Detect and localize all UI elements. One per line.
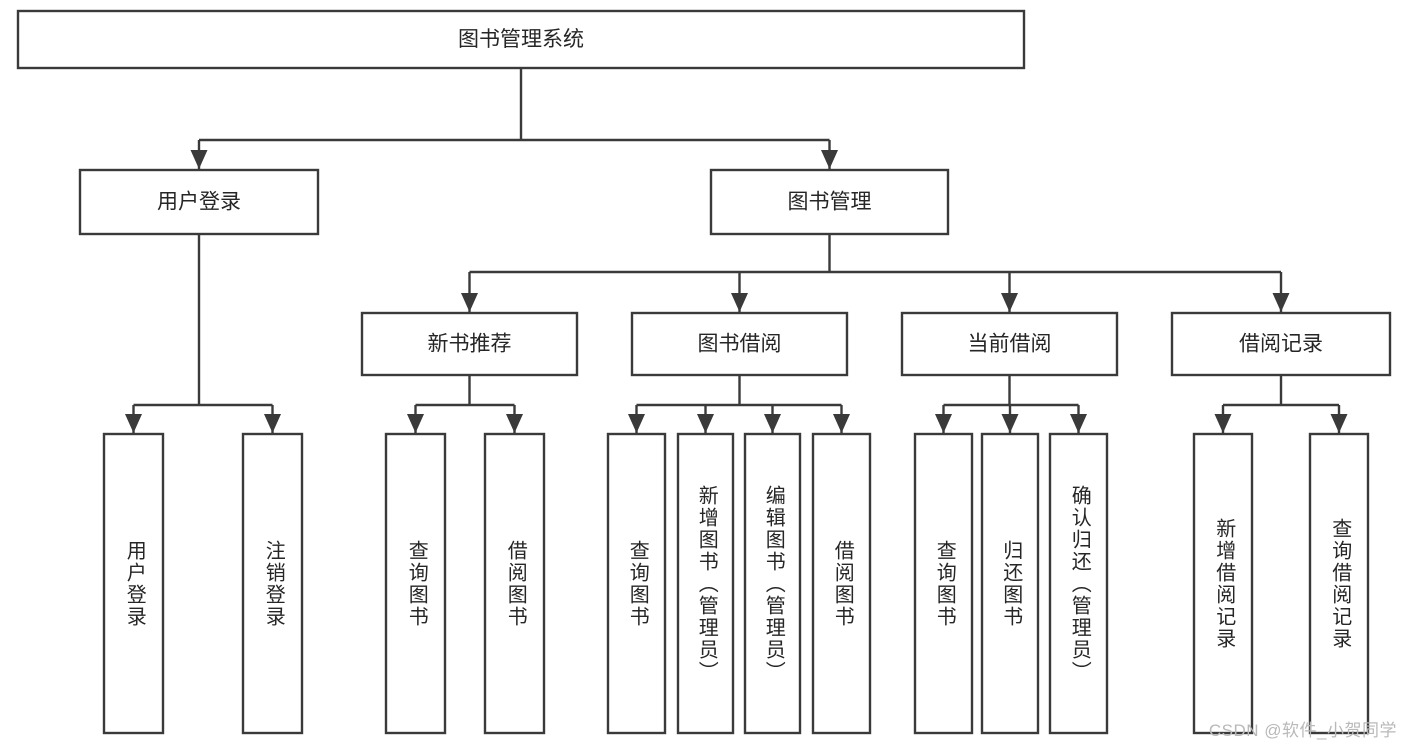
node-label: 图书借阅 [698,333,782,356]
arrow-head-icon [506,414,523,433]
box-outline [360,311,579,377]
leaf-node-7[interactable] [811,432,872,735]
box-outline [676,432,735,735]
leaf-node-12[interactable] [1308,432,1370,735]
arrow-head-icon [407,414,424,433]
box-outline [811,432,872,735]
leaf-node-1[interactable] [241,432,304,735]
box-outline [1170,311,1392,377]
level3-node-1[interactable]: 图书借阅 [630,311,849,377]
leaf-node-10[interactable] [1048,432,1109,735]
arrow-head-icon [1001,414,1019,433]
root-node-图书管理系统[interactable]: 图书管理系统 [16,9,1026,70]
box-outline [241,432,304,735]
leaf-node-6[interactable] [743,432,802,735]
box-outline [913,432,974,735]
node-label: 当前借阅 [968,333,1052,356]
leaf-node-0[interactable] [102,432,165,735]
leaf-node-4[interactable] [606,432,667,735]
box-outline [900,311,1119,377]
box-outline [16,9,1026,70]
leaf-node-2[interactable] [384,432,447,735]
arrow-head-icon [1001,293,1018,312]
arrow-head-icon [833,414,850,433]
level3-node-2[interactable]: 当前借阅 [900,311,1119,377]
leaf-node-9[interactable] [980,432,1040,735]
level3-node-3[interactable]: 借阅记录 [1170,311,1392,377]
leaf-node-11[interactable] [1192,432,1254,735]
box-outline [78,168,320,236]
leaf-node-5[interactable] [676,432,735,735]
arrow-head-icon [1214,414,1232,433]
level2-node-1[interactable]: 图书管理 [709,168,950,236]
arrow-head-icon [821,150,838,169]
box-outline [1192,432,1254,735]
leaf-node-8[interactable] [913,432,974,735]
level2-node-0[interactable]: 用户登录 [78,168,320,236]
watermark: CSDN @软件_小贺同学 [1208,721,1397,740]
arrow-head-icon [1272,293,1290,312]
arrow-head-icon [125,414,142,433]
node-label: 用户登录 [157,191,241,214]
node-label: 图书管理系统 [458,28,584,51]
arrow-head-icon [264,414,281,433]
arrow-head-icon [461,293,478,312]
node-label: 新书推荐 [428,333,512,356]
box-outline [709,168,950,236]
box-outline [980,432,1040,735]
box-outline [1048,432,1109,735]
arrow-head-icon [697,414,714,433]
box-outline [384,432,447,735]
level3-node-0[interactable]: 新书推荐 [360,311,579,377]
box-outline [743,432,802,735]
box-outline [630,311,849,377]
arrow-head-icon [731,293,748,312]
box-outline [606,432,667,735]
node-label: 借阅记录 [1239,333,1323,356]
arrow-head-icon [1330,414,1348,433]
box-outline [102,432,165,735]
box-outline [1308,432,1370,735]
connector-layer [125,68,1348,433]
leaf-node-3[interactable] [483,432,546,735]
arrow-head-icon [628,414,645,433]
box-outline [483,432,546,735]
arrow-head-icon [764,414,781,433]
arrow-head-icon [190,150,208,169]
arrow-head-icon [935,414,952,433]
node-label: 图书管理 [788,191,872,214]
arrow-head-icon [1070,414,1087,433]
